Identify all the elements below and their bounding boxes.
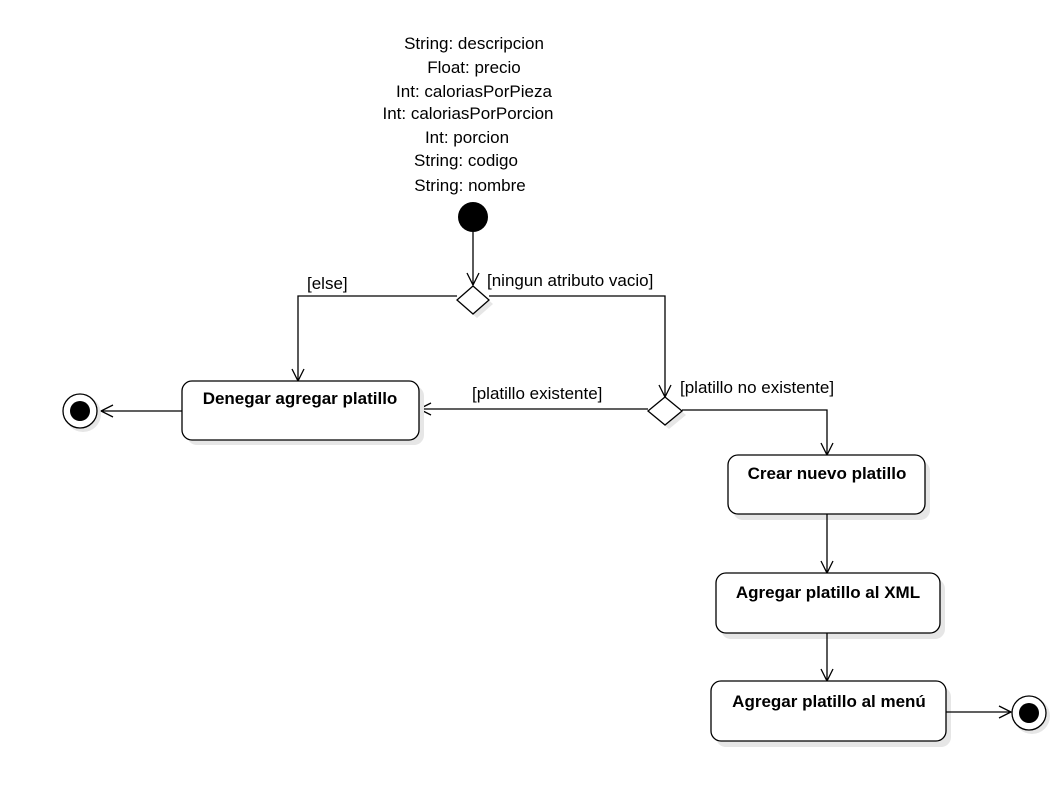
activity-deny-label: Denegar agregar platillo bbox=[203, 389, 398, 408]
decision-node bbox=[646, 396, 684, 426]
activity-add-menu-label: Agregar platillo al menú bbox=[732, 692, 926, 711]
attribute-list: String: descripcion Float: precio Int: c… bbox=[382, 34, 553, 195]
flow-edge bbox=[297, 295, 457, 381]
attribute-line: String: nombre bbox=[414, 176, 526, 195]
guard-exists: [platillo existente] bbox=[472, 384, 602, 403]
final-node-core bbox=[1019, 703, 1039, 723]
initial-node bbox=[458, 202, 488, 232]
activity-add-menu bbox=[710, 680, 947, 742]
activity-create-label: Crear nuevo platillo bbox=[748, 464, 907, 483]
activity-add-xml-label: Agregar platillo al XML bbox=[736, 583, 920, 602]
flow-edge bbox=[489, 295, 666, 397]
attribute-line: Int: caloriasPorPorcion bbox=[382, 104, 553, 123]
attribute-line: Int: porcion bbox=[425, 128, 509, 147]
arrowhead bbox=[998, 705, 1013, 719]
arrowhead bbox=[99, 404, 114, 418]
attribute-line: Float: precio bbox=[427, 58, 521, 77]
activity-add-xml bbox=[715, 572, 941, 634]
guard-else: [else] bbox=[307, 274, 348, 293]
arrowhead bbox=[466, 272, 480, 287]
attribute-line: String: descripcion bbox=[404, 34, 544, 53]
guard-not-exists: [platillo no existente] bbox=[680, 378, 834, 397]
final-node-core bbox=[70, 401, 90, 421]
attribute-line: String: codigo bbox=[414, 151, 518, 170]
guard-no-empty: [ningun atributo vacio] bbox=[487, 271, 653, 290]
attribute-line: Int: caloriasPorPieza bbox=[396, 82, 552, 101]
decision-node bbox=[456, 285, 490, 315]
flow-edge bbox=[682, 409, 828, 455]
